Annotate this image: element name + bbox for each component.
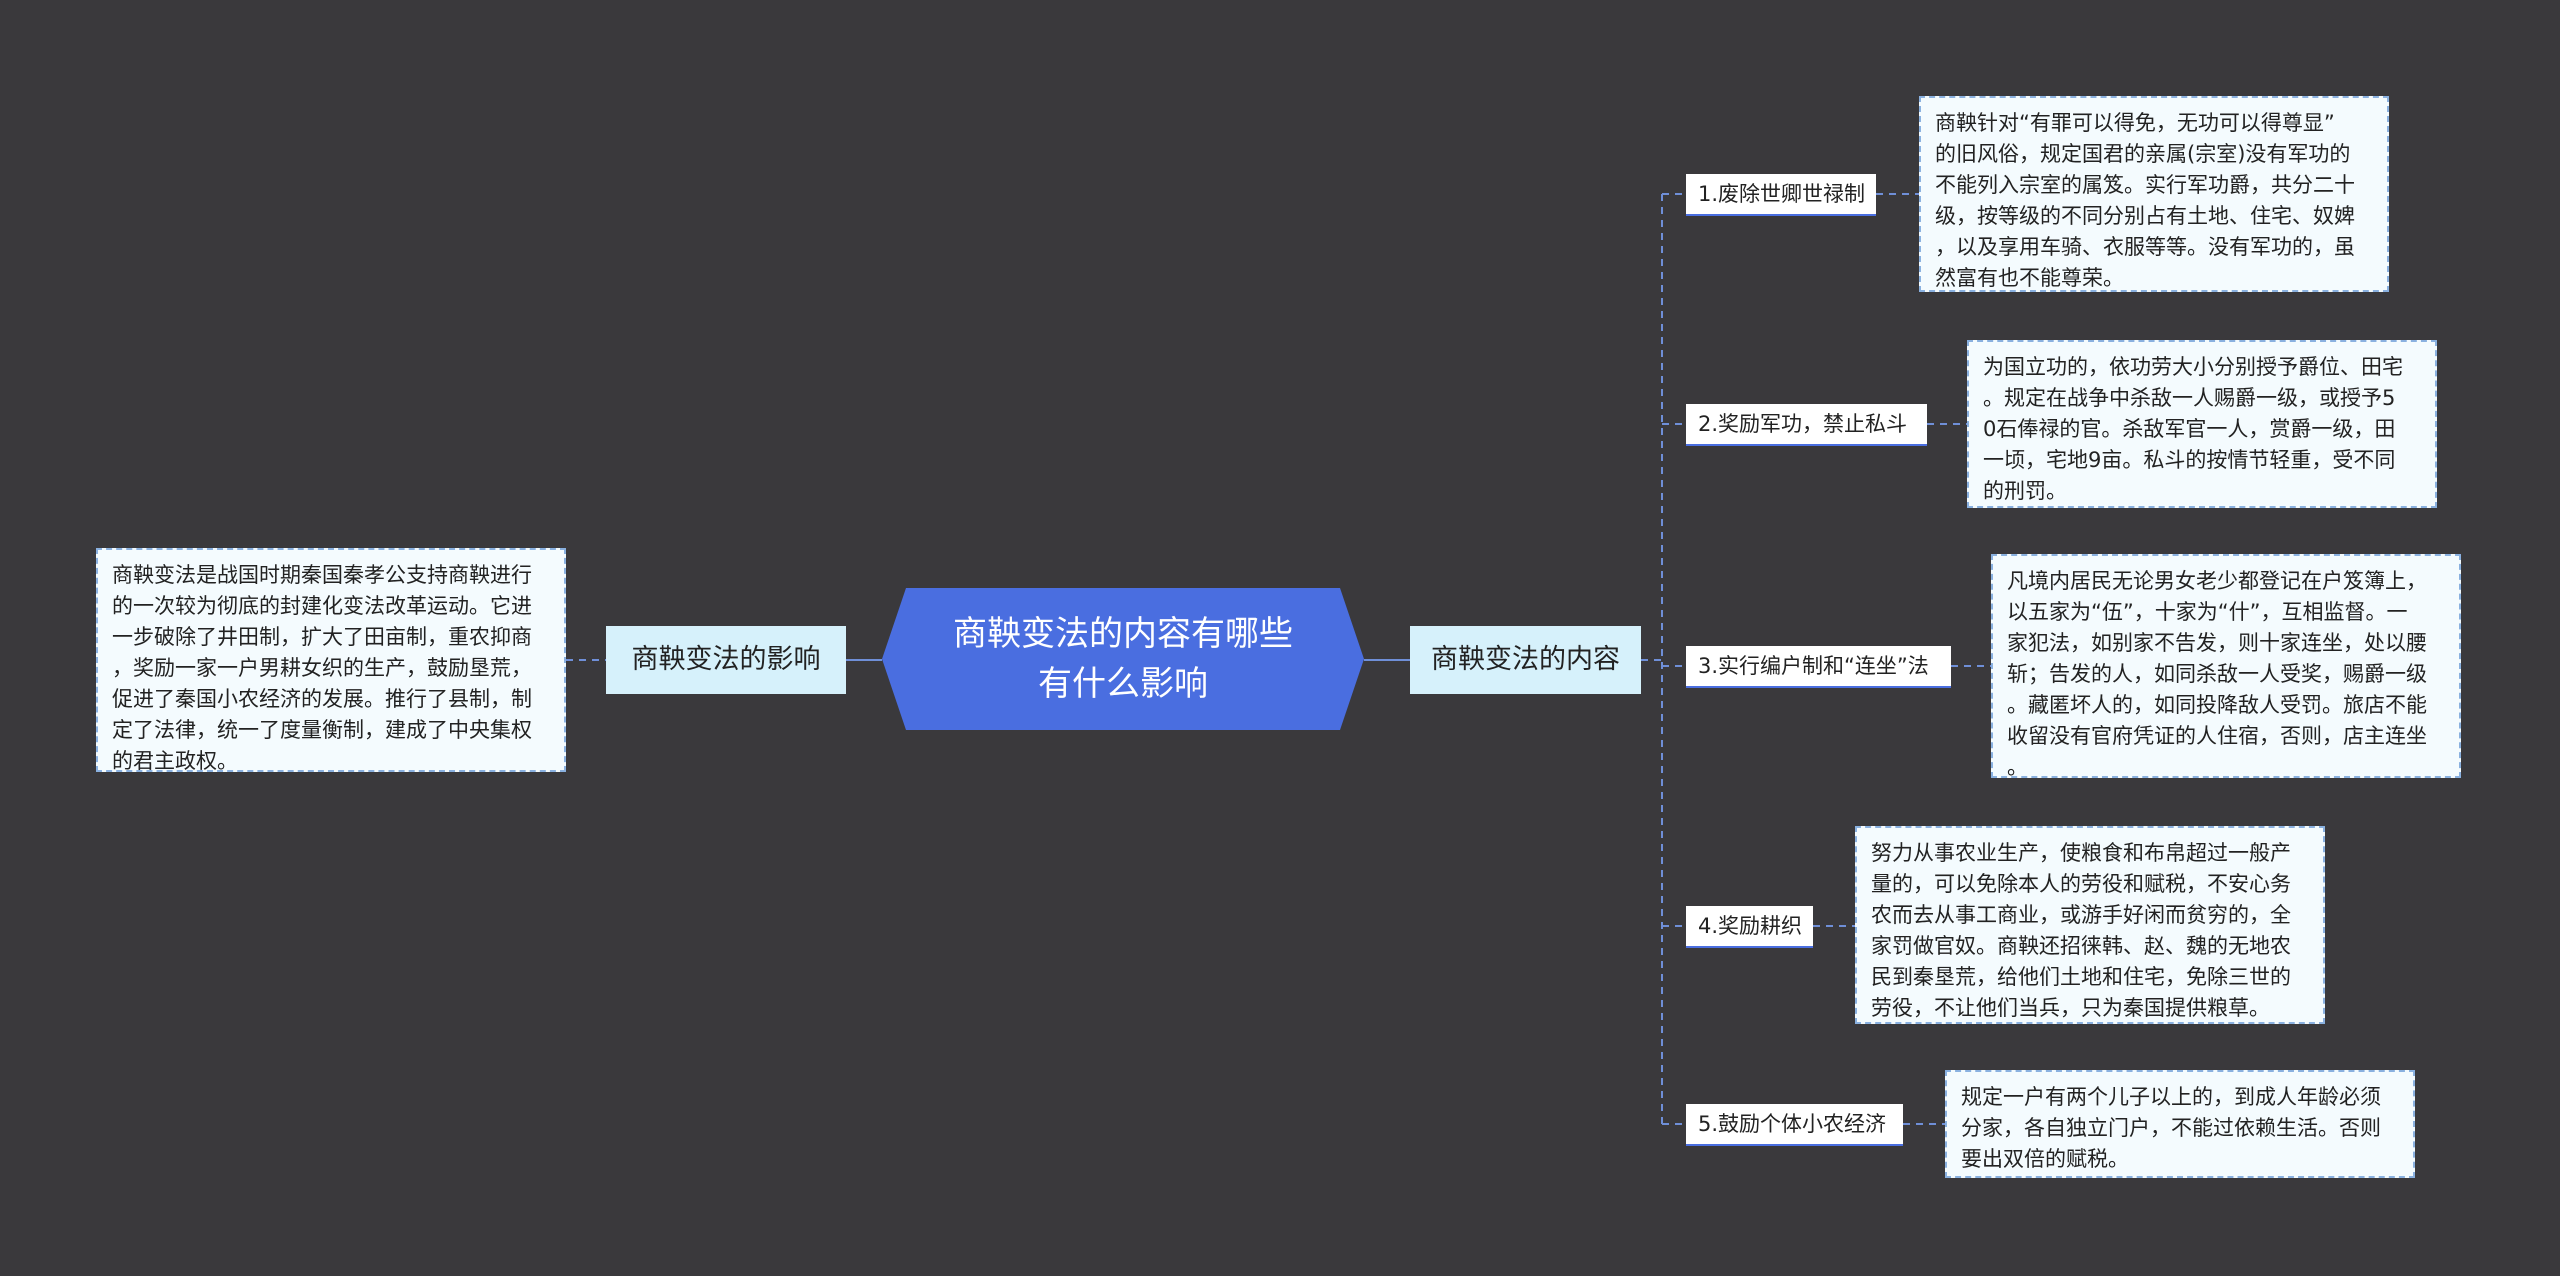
content-note-3-text: 凡境内居民无论男女老少都登记在户笈簿上， 以五家为“伍”，十家为“什”，互相监督… [2007,569,2427,779]
content-item-1[interactable]: 1.废除世卿世禄制 [1686,174,1876,216]
content-note-3[interactable]: 凡境内居民无论男女老少都登记在户笈簿上， 以五家为“伍”，十家为“什”，互相监督… [1991,554,2461,779]
content-note-1[interactable]: 商鞅针对“有罪可以得免，无功可以得尊显” 的旧风俗，规定国君的亲属(宗室)没有军… [1919,96,2389,292]
content-note-4[interactable]: 努力从事农业生产，使粮食和布帛超过一般产 量的，可以免除本人的劳役和赋税，不安心… [1855,826,2325,1024]
branch-influence[interactable]: 商鞅变法的影响 [606,626,846,694]
branch-influence-label: 商鞅变法的影响 [631,644,821,675]
content-note-5[interactable]: 规定一户有两个儿子以上的，到成人年龄必须 分家，各自独立门户，不能过依赖生活。否… [1945,1070,2415,1178]
content-item-5[interactable]: 5.鼓励个体小农经济 [1686,1104,1903,1146]
branch-content-label: 商鞅变法的内容 [1431,644,1620,675]
content-item-4[interactable]: 4.奖励耕织 [1686,906,1813,948]
branch-content[interactable]: 商鞅变法的内容 [1410,626,1641,694]
content-note-2[interactable]: 为国立功的，依功劳大小分别授予爵位、田宅 。规定在战争中杀敌一人赐爵一级，或授予… [1967,340,2437,508]
content-item-3-label: 3.实行编户制和“连坐”法 [1698,654,1929,678]
content-note-1-text: 商鞅针对“有罪可以得免，无功可以得尊显” 的旧风俗，规定国君的亲属(宗室)没有军… [1935,111,2355,290]
content-note-4-text: 努力从事农业生产，使粮食和布帛超过一般产 量的，可以免除本人的劳役和赋税，不安心… [1871,841,2291,1020]
content-note-2-text: 为国立功的，依功劳大小分别授予爵位、田宅 。规定在战争中杀敌一人赐爵一级，或授予… [1983,355,2403,503]
content-item-5-label: 5.鼓励个体小农经济 [1698,1112,1887,1136]
content-item-2-label: 2.奖励军功，禁止私斗 [1698,412,1908,436]
note-influence-text: 商鞅变法是战国时期秦国秦孝公支持商鞅进行 的一次较为彻底的封建化变法改革运动。它… [112,563,532,773]
content-item-1-label: 1.废除世卿世禄制 [1698,182,1866,206]
content-item-3[interactable]: 3.实行编户制和“连坐”法 [1686,646,1951,688]
content-item-2[interactable]: 2.奖励军功，禁止私斗 [1686,404,1927,446]
content-note-5-text: 规定一户有两个儿子以上的，到成人年龄必须 分家，各自独立门户，不能过依赖生活。否… [1961,1085,2381,1171]
root-topic-label: 商鞅变法的内容有哪些 有什么影响 [953,614,1293,704]
root-topic[interactable]: 商鞅变法的内容有哪些 有什么影响 [882,588,1364,730]
content-item-4-label: 4.奖励耕织 [1698,914,1803,938]
note-influence[interactable]: 商鞅变法是战国时期秦国秦孝公支持商鞅进行 的一次较为彻底的封建化变法改革运动。它… [96,548,566,773]
